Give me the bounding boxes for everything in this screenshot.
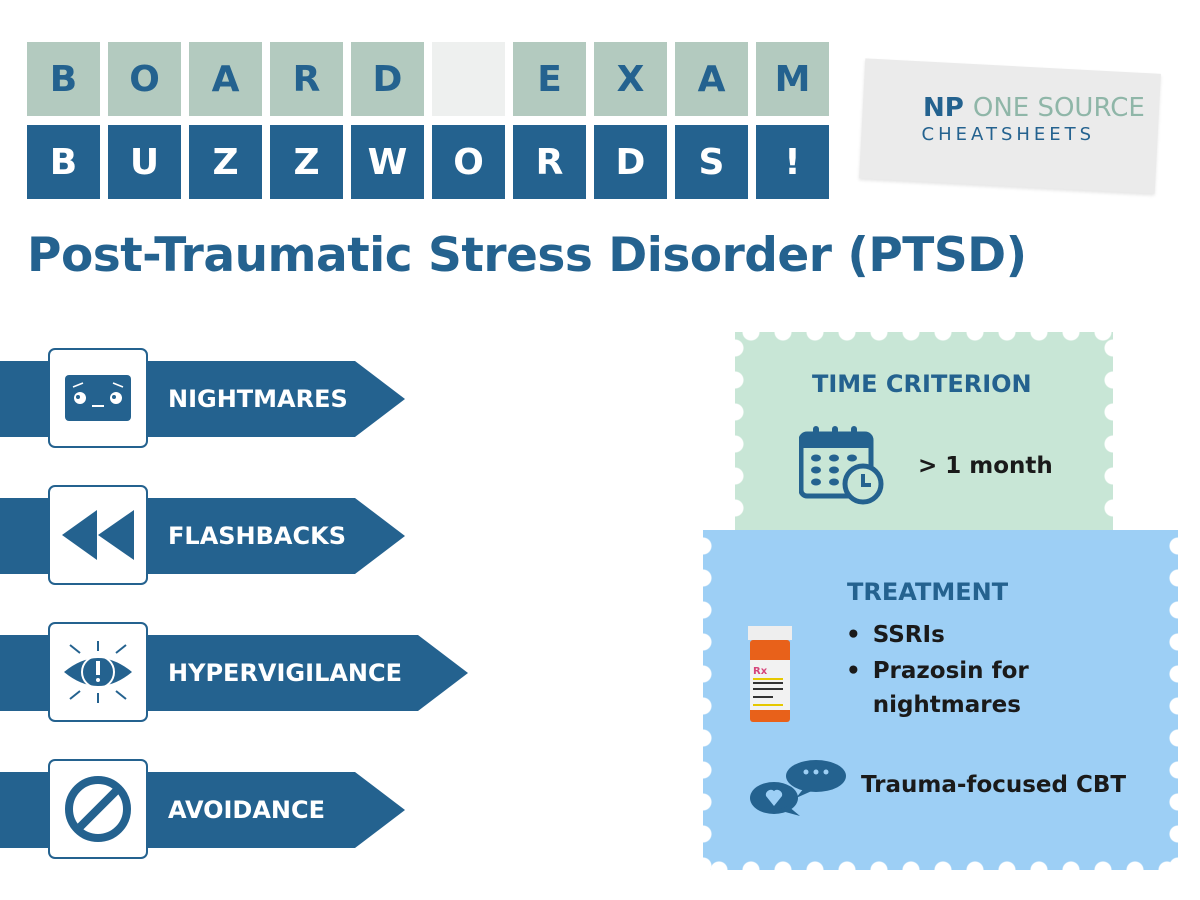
prohibited-icon — [48, 759, 148, 859]
buzzword-label: FLASHBACKS — [168, 522, 346, 550]
buzzword-label: NIGHTMARES — [168, 385, 348, 413]
letter-tile: D — [351, 42, 424, 116]
svg-text:Rx: Rx — [753, 666, 768, 677]
logo-one-source: ONE SOURCE — [972, 93, 1145, 124]
medication-item: •Prazosin for nightmares — [846, 658, 1029, 718]
letter-tile: O — [108, 42, 181, 116]
alert-eye-icon — [48, 622, 148, 722]
pillow-worried-face-icon — [48, 348, 148, 448]
logo-cheatsheets: CHEATSHEETS — [921, 123, 1096, 145]
letter-tile: R — [270, 42, 343, 116]
letter-tile: D — [594, 125, 667, 199]
letter-tile: Z — [189, 125, 262, 199]
pill-bottle-icon: Rx — [748, 626, 792, 726]
letter-tile: Z — [270, 125, 343, 199]
time-criterion-card: TIME CRITERION > 1 month — [735, 332, 1113, 547]
buzzword-label: HYPERVIGILANCE — [168, 659, 403, 687]
letter-tile: ! — [756, 125, 829, 199]
letter-tile: M — [756, 42, 829, 116]
letter-tile: B — [27, 42, 100, 116]
page-title: Post-Traumatic Stress Disorder (PTSD) — [27, 228, 1027, 283]
time-criterion-heading: TIME CRITERION — [812, 370, 1032, 398]
letter-tile: O — [432, 125, 505, 199]
rewind-icon — [48, 485, 148, 585]
treatment-card: TREATMENT Rx •SSRIs •Prazosin for nightm… — [703, 530, 1178, 870]
time-criterion-value: > 1 month — [918, 453, 1053, 479]
blank-tile — [432, 42, 505, 116]
letter-tile: R — [513, 125, 586, 199]
letter-tile: A — [189, 42, 262, 116]
letter-tile: U — [108, 125, 181, 199]
therapy-text: Trauma-focused CBT — [861, 772, 1127, 798]
medication-item: •SSRIs — [846, 622, 945, 648]
medication-list: •SSRIs •Prazosin for nightmares — [846, 622, 1076, 722]
logo-np: NP — [922, 93, 964, 124]
letter-tile: A — [675, 42, 748, 116]
letter-tile: E — [513, 42, 586, 116]
treatment-heading: TREATMENT — [847, 578, 1009, 606]
buzzword-label: AVOIDANCE — [168, 796, 326, 824]
letter-tile: B — [27, 125, 100, 199]
letter-tile: W — [351, 125, 424, 199]
calendar-clock-icon — [798, 424, 885, 510]
brand-logo: NP ONE SOURCE CHEATSHEETS — [859, 58, 1161, 194]
letter-tile: X — [594, 42, 667, 116]
speech-bubbles-icon — [748, 758, 848, 822]
letter-tile: S — [675, 125, 748, 199]
